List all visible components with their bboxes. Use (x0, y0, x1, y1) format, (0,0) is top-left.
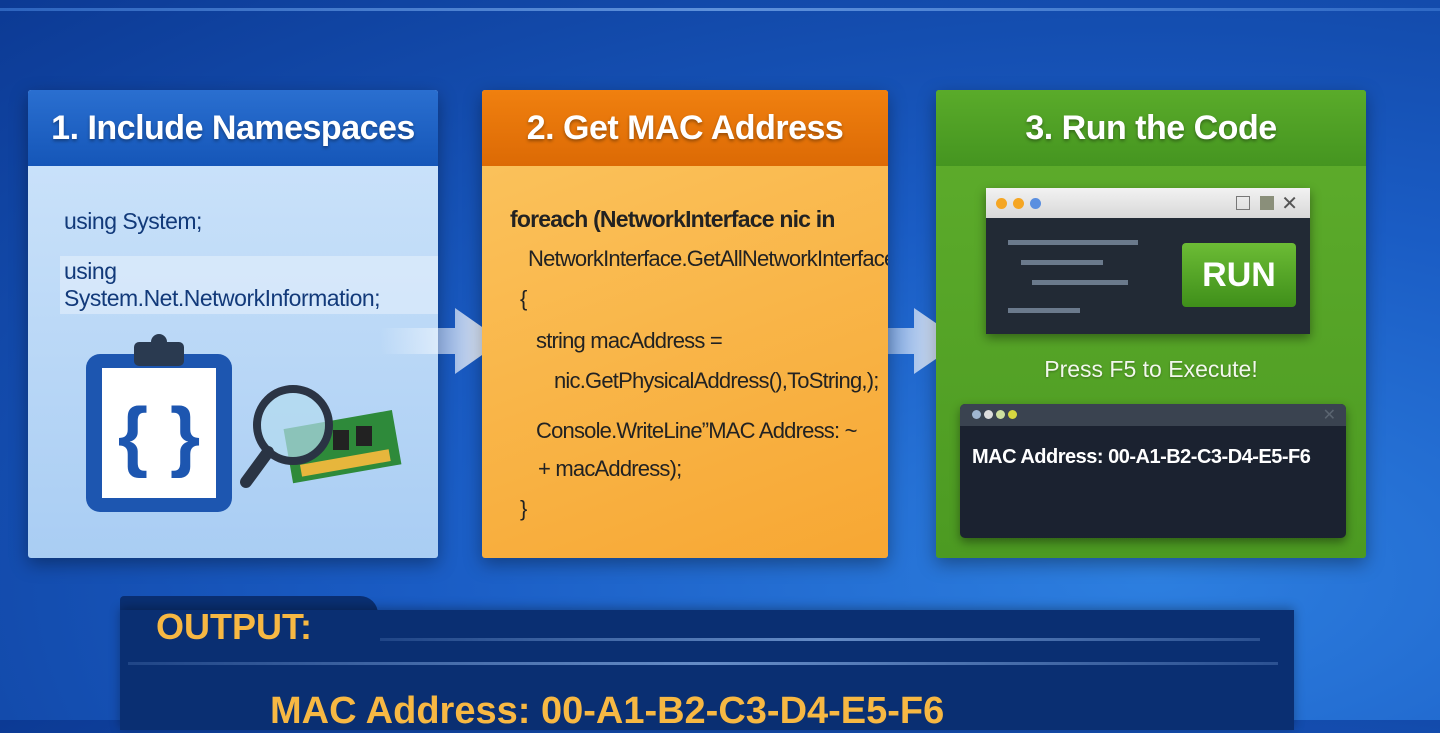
code-placeholder-line (1021, 260, 1103, 265)
code-line: { (520, 286, 527, 311)
window-titlebar: ✕ (986, 188, 1310, 218)
terminal-titlebar: ✕ (960, 404, 1346, 426)
code-line: foreach (NetworkInterface nic in (510, 206, 835, 233)
output-label: OUTPUT: (156, 606, 312, 647)
run-hint: Press F5 to Execute! (1044, 356, 1258, 382)
window-dot-icon (996, 198, 1007, 209)
divider (380, 638, 1260, 641)
namespace-line: using System.Net.NetworkInformation; (60, 256, 438, 314)
clipboard-braces-icon: { } (86, 334, 232, 512)
code-line: string macAddress = (536, 328, 723, 353)
code-line: foreach (NetworkInterface nic in (510, 206, 835, 232)
top-divider (0, 8, 1440, 11)
window-dot-icon (1013, 198, 1024, 209)
code-placeholder-line (1032, 280, 1128, 285)
code-line: + macAddress); (538, 456, 682, 481)
ide-window: ✕ RUN (986, 188, 1310, 334)
code-line: } (520, 496, 527, 521)
maximize-icon[interactable] (1236, 196, 1250, 210)
close-icon[interactable]: ✕ (1281, 193, 1298, 215)
step-2-card: 2. Get MAC Address foreach (NetworkInter… (482, 90, 888, 558)
window-dot-icon (1030, 198, 1041, 209)
output-panel (120, 610, 1294, 730)
code-placeholder-line (1008, 308, 1080, 313)
namespace-line: using System; (64, 208, 202, 234)
window-dot-icon (972, 410, 981, 419)
code-line: Console.WriteLine”MAC Address: ~ (536, 418, 857, 443)
step-2-title: 2. Get MAC Address (482, 90, 888, 166)
restore-icon[interactable] (1260, 196, 1274, 210)
terminal-output: MAC Address: 00-A1-B2-C3-D4-E5-F6 (972, 446, 1311, 468)
run-button[interactable]: RUN (1182, 243, 1296, 307)
code-line: nic.GetPhysicalAddress(),ToString,); (554, 368, 879, 393)
step-3-card: 3. Run the Code ✕ RUN Press F5 to Execut… (936, 90, 1366, 558)
window-dot-icon (1008, 410, 1017, 419)
step-3-title: 3. Run the Code (936, 90, 1366, 166)
terminal-window: ✕ MAC Address: 00-A1-B2-C3-D4-E5-F6 (960, 404, 1346, 538)
svg-text:{ }: { } (118, 391, 200, 479)
output-mac-address: MAC Address: 00-A1-B2-C3-D4-E5-F6 (270, 690, 945, 732)
close-icon[interactable]: ✕ (1322, 407, 1336, 424)
window-dot-icon (984, 410, 993, 419)
code-line: NetworkInterface.GetAllNetworkInterfaces… (528, 246, 888, 271)
divider (128, 662, 1278, 665)
step-1-card: 1. Include Namespaces using System; usin… (28, 90, 438, 558)
arrow-right-icon (836, 308, 962, 374)
code-placeholder-line (1008, 240, 1138, 245)
magnifier-circuit-board-icon (240, 385, 402, 488)
window-dot-icon (996, 410, 1005, 419)
step-1-title: 1. Include Namespaces (28, 90, 438, 166)
arrow-right-icon (380, 308, 502, 374)
